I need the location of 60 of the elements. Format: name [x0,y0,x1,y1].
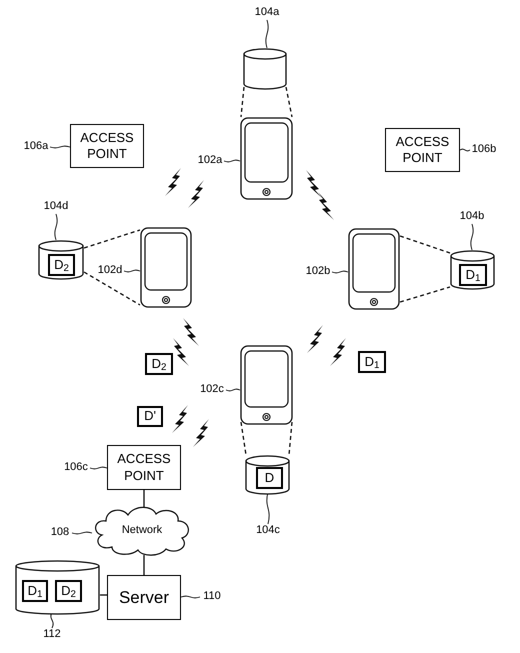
wireless-link [307,325,346,366]
data-block: D$_{2}$ [55,580,82,602]
leader-line [266,492,270,524]
leader-line [90,466,108,470]
leader-line [180,596,200,598]
data-block: D$_{1}$ [358,351,386,373]
projection-line [399,235,451,303]
server-box: Server [107,575,181,620]
leader-line [332,270,348,274]
reference-numeral: 102c [198,383,226,397]
projection-line [83,229,141,306]
leader-line [226,388,240,392]
reference-numeral: 108 [48,526,72,540]
projection-line [240,86,293,118]
reference-numeral: 110 [200,590,224,604]
leader-line [124,270,140,272]
leader-line [460,148,470,152]
access-point-box: ACCESS POINT [385,128,460,172]
connection-line [143,555,145,575]
mobile-phone [240,117,293,200]
mobile-phone [348,228,400,310]
storage-cylinder [245,455,290,495]
storage-cylinder [38,240,84,280]
access-point-box: ACCESS POINT [107,445,181,490]
reference-numeral: 112 [41,628,63,642]
reference-numeral: 106c [62,461,90,475]
leader-line [54,214,58,240]
data-block: D$_{2}$ [48,254,75,276]
wireless-link [165,168,204,208]
access-point-box: ACCESS POINT [70,124,144,168]
leader-line [224,160,240,162]
mobile-phone [240,345,293,425]
reference-numeral: 106b [470,143,498,157]
reference-numeral: 102b [304,265,332,279]
data-block: D$_{2}$ [145,353,173,375]
mobile-phone [140,227,192,308]
leader-line [265,20,269,48]
data-block: D' [137,406,163,427]
reference-numeral: 106a [22,140,50,154]
wireless-link [173,318,199,366]
reference-numeral: 104b [458,210,486,224]
reference-numeral: 104d [42,200,70,214]
leader-line [50,146,70,148]
storage-cylinder [15,560,100,615]
reference-numeral: 104a [253,6,281,20]
data-block: D$_{1}$ [22,580,48,602]
data-block: D [256,467,283,489]
reference-numeral: 104c [254,524,282,538]
leader-line [72,532,92,534]
wireless-link [306,170,334,220]
storage-cylinder [450,250,495,290]
storage-cylinder [243,48,287,90]
network-cloud: Network [92,505,192,557]
wireless-link [172,405,209,447]
projection-line [240,421,293,456]
reference-numeral: 102d [96,264,124,278]
connection-line [143,490,145,507]
data-block: D$_{1}$ [459,264,487,286]
reference-numeral: 102a [196,154,224,168]
leader-line [470,224,474,250]
